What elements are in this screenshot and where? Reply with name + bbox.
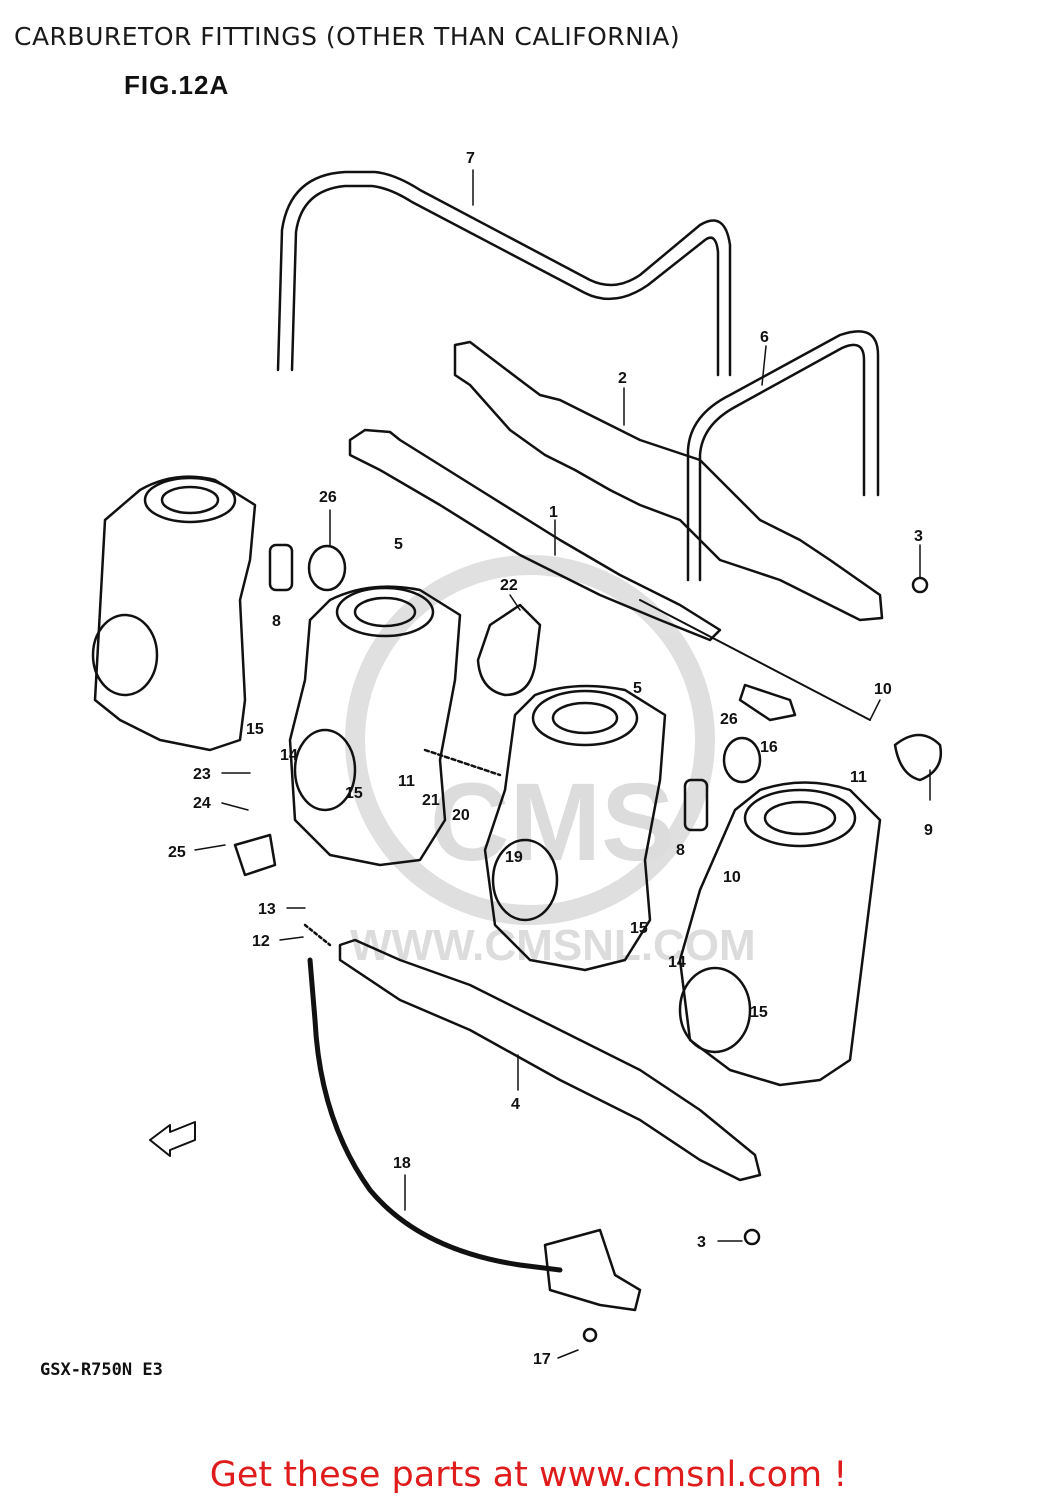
vent-hose-7-inner [290,184,720,377]
screw-3-bottom [743,1228,761,1246]
callout: 26 [720,711,738,728]
bottom-plate-4 [338,938,762,1182]
carb-body-4 [678,781,882,1087]
spacer-26b [722,736,762,784]
callout: 6 [760,329,769,346]
fwd-arrow-icon [149,1121,196,1157]
cap-9 [893,733,943,782]
callout: 1 [549,504,558,521]
cable-holder-16 [738,683,797,722]
spring-12 [303,923,332,947]
callout: 15 [750,1004,768,1021]
callout: 5 [394,536,403,553]
callout: 12 [252,933,270,950]
watermark-logo: CMS [430,761,674,884]
callout: 15 [630,920,648,937]
callout: 16 [760,739,778,756]
spring-20 [423,748,502,777]
callout: 5 [633,680,642,697]
elbow-22 [476,603,542,697]
callout: 8 [676,842,685,859]
callout: 8 [272,613,281,630]
callout: 15 [246,721,264,738]
figure-number: FIG.12A [124,70,230,100]
callout: 4 [511,1096,520,1113]
cable-adjuster [543,1228,642,1312]
callout: 3 [697,1234,706,1251]
callout: 26 [319,489,337,506]
callout: 2 [618,370,627,387]
vent-hose-6-inner [698,343,866,582]
callout: 14 [668,954,686,971]
callout: 11 [398,773,415,790]
link-rod [639,599,871,721]
callout: 17 [533,1351,551,1368]
callout: 10 [723,869,741,886]
shaft-plate-1 [348,428,722,642]
callout: 7 [466,150,475,167]
page-title: CARBURETOR FITTINGS (OTHER THAN CALIFORN… [14,22,681,51]
model-code: GSX-R750N E3 [40,1360,163,1380]
carb-body-2 [288,585,462,867]
hose-joint-8b [683,778,709,832]
hose-joint-8a [268,543,294,592]
callout: 18 [393,1155,411,1172]
callout: 13 [258,901,276,918]
callout: 21 [422,792,440,809]
vent-hose-6 [686,330,880,582]
callout: 23 [193,766,211,783]
vent-hose-7 [276,170,732,377]
callout: 11 [850,769,867,786]
spacer-26a [307,544,347,592]
throttle-cable-18 [307,957,563,1273]
callout: 15 [345,785,363,802]
callouts: 7 6 2 26 5 1 3 22 8 5 10 15 14 26 16 11 … [168,150,933,1368]
leader-lines [194,169,931,1359]
callout: 3 [914,528,923,545]
callout: 14 [280,747,298,764]
screw-3-top [911,576,929,594]
carb-body-3 [483,684,667,972]
bracket-25 [233,833,277,877]
carb-body-1 [91,475,257,752]
callout: 9 [924,822,933,839]
callout: 24 [193,795,211,812]
bracket-plate-2 [453,340,884,622]
callout: 19 [505,849,523,866]
shop-link-text[interactable]: Get these parts at www.cmsnl.com ! [209,1455,848,1495]
screw-17 [582,1327,598,1343]
callout: 20 [452,807,470,824]
callout: 22 [500,577,518,594]
callout: 10 [874,681,892,698]
callout: 25 [168,844,186,861]
